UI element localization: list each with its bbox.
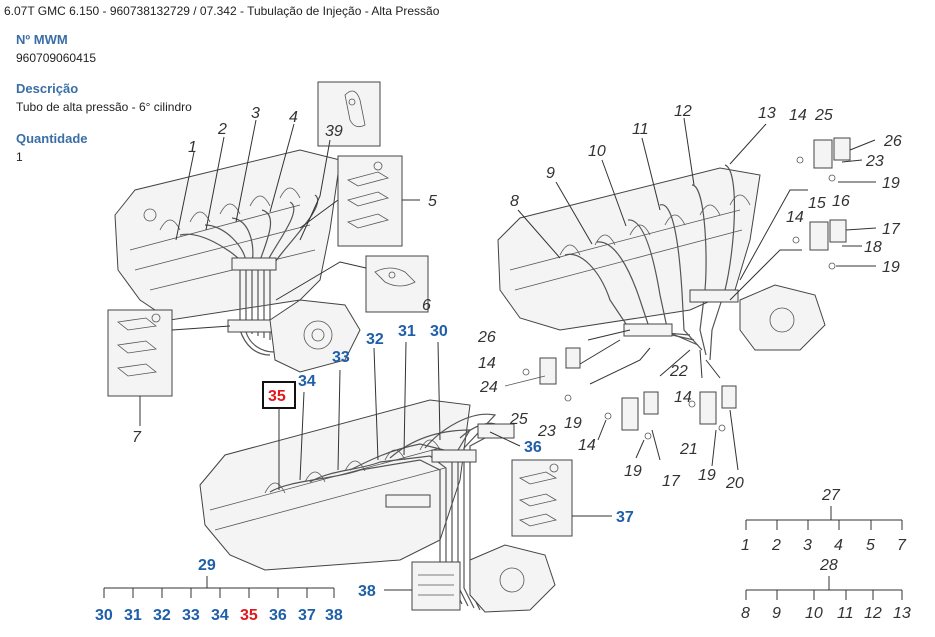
label-14e: 14 xyxy=(578,437,596,454)
label-22: 22 xyxy=(669,363,688,380)
label-31: 31 xyxy=(398,323,416,340)
group-29-item-35: 35 xyxy=(240,607,258,624)
label-16: 16 xyxy=(832,193,850,210)
group-28-item-10: 10 xyxy=(805,605,823,622)
group-29-item-37: 37 xyxy=(298,607,316,624)
group-28-item-13: 13 xyxy=(893,605,911,622)
callout-box-7 xyxy=(107,309,173,397)
group-28-tree: 28 8 9 10 11 12 13 xyxy=(741,557,911,622)
group-29-tree: 29 30 31 32 33 34 35 36 37 38 xyxy=(95,557,343,624)
label-14a: 14 xyxy=(789,107,807,124)
group-27-item-4: 4 xyxy=(834,537,843,554)
label-26b: 26 xyxy=(477,329,496,346)
bottom-engine-drawing xyxy=(199,399,556,613)
group-29-item-31: 31 xyxy=(124,607,142,624)
label-30: 30 xyxy=(430,323,448,340)
label-7: 7 xyxy=(132,429,142,446)
label-32: 32 xyxy=(366,331,384,348)
description-value: Tubo de alta pressão - 6° cilindro xyxy=(16,100,192,114)
label-14b: 14 xyxy=(786,209,804,226)
group-29-head: 29 xyxy=(198,557,216,574)
label-2: 2 xyxy=(217,121,227,138)
description-label: Descrição xyxy=(16,81,79,96)
mwm-label: Nº MWM xyxy=(16,32,68,47)
label-1: 1 xyxy=(188,139,197,156)
callout-box-5 xyxy=(337,155,403,247)
label-39: 39 xyxy=(325,123,343,140)
group-27-item-3: 3 xyxy=(803,537,812,554)
quantity-label: Quantidade xyxy=(16,131,88,146)
label-19e: 19 xyxy=(698,467,716,484)
label-13: 13 xyxy=(758,105,776,122)
top-left-leader-lines xyxy=(139,119,420,426)
label-35: 35 xyxy=(268,388,286,405)
group-29-item-38: 38 xyxy=(325,607,343,624)
quantity-value: 1 xyxy=(16,150,23,164)
top-left-engine-drawing xyxy=(114,149,361,373)
label-19d: 19 xyxy=(624,463,642,480)
label-17b: 17 xyxy=(662,473,681,490)
group-29-item-30: 30 xyxy=(95,607,113,624)
callout-box-37 xyxy=(511,459,573,537)
label-19b: 19 xyxy=(882,259,900,276)
label-36: 36 xyxy=(524,439,542,456)
top-right-leader-lines xyxy=(517,117,877,471)
label-33: 33 xyxy=(332,349,350,366)
group-29-item-32: 32 xyxy=(153,607,171,624)
label-19a: 19 xyxy=(882,175,900,192)
group-28-head: 28 xyxy=(819,557,838,574)
label-3: 3 xyxy=(251,105,260,122)
callout-box-38 xyxy=(411,561,461,611)
top-right-engine-drawing xyxy=(497,164,826,361)
group-29-item-36: 36 xyxy=(269,607,287,624)
group-28-item-11: 11 xyxy=(837,605,854,622)
label-8: 8 xyxy=(510,193,519,210)
label-10: 10 xyxy=(588,143,606,160)
label-6: 6 xyxy=(422,297,431,314)
top-right-labels: 8 9 10 11 12 13 14 25 26 23 19 15 16 17 … xyxy=(477,103,902,492)
label-9: 9 xyxy=(546,165,555,182)
label-25a: 25 xyxy=(814,107,833,124)
group-27-head: 27 xyxy=(821,487,841,504)
page-title: 6.07T GMC 6.150 - 960738132729 / 07.342 … xyxy=(4,4,440,18)
group-28-item-12: 12 xyxy=(864,605,882,622)
callout-box-6 xyxy=(365,255,429,313)
label-38: 38 xyxy=(358,583,376,600)
mwm-value: 960709060415 xyxy=(16,51,97,65)
label-23b: 23 xyxy=(537,423,556,440)
label-14d: 14 xyxy=(674,389,692,406)
label-15: 15 xyxy=(808,195,826,212)
label-5: 5 xyxy=(428,193,437,210)
label-14c: 14 xyxy=(478,355,496,372)
label-25b: 25 xyxy=(509,411,528,428)
group-27-tree: 27 1 2 3 4 5 7 xyxy=(741,487,907,554)
label-34: 34 xyxy=(298,373,316,390)
label-37: 37 xyxy=(616,509,634,526)
group-27-item-1: 1 xyxy=(741,537,750,554)
group-27-item-2: 2 xyxy=(771,537,781,554)
label-11: 11 xyxy=(632,121,649,138)
label-12: 12 xyxy=(674,103,692,120)
group-27-item-5: 5 xyxy=(866,537,875,554)
bottom-leader-lines xyxy=(262,341,612,591)
label-18: 18 xyxy=(864,239,882,256)
label-4: 4 xyxy=(289,109,298,126)
label-24: 24 xyxy=(479,379,498,396)
label-23a: 23 xyxy=(865,153,884,170)
label-26a: 26 xyxy=(883,133,902,150)
label-19c: 19 xyxy=(564,415,582,432)
label-21: 21 xyxy=(679,441,698,458)
top-right-hardware xyxy=(504,137,851,440)
group-28-item-9: 9 xyxy=(772,605,781,622)
callout-box-39 xyxy=(317,81,381,147)
label-17a: 17 xyxy=(882,221,901,238)
top-left-labels: 1 2 3 4 39 5 6 7 xyxy=(132,105,437,446)
group-27-item-7: 7 xyxy=(897,537,907,554)
bottom-labels: 35 34 33 32 31 30 36 37 38 xyxy=(268,323,634,600)
label-20: 20 xyxy=(725,475,744,492)
group-29-item-33: 33 xyxy=(182,607,200,624)
group-28-item-8: 8 xyxy=(741,605,750,622)
group-29-item-34: 34 xyxy=(211,607,229,624)
